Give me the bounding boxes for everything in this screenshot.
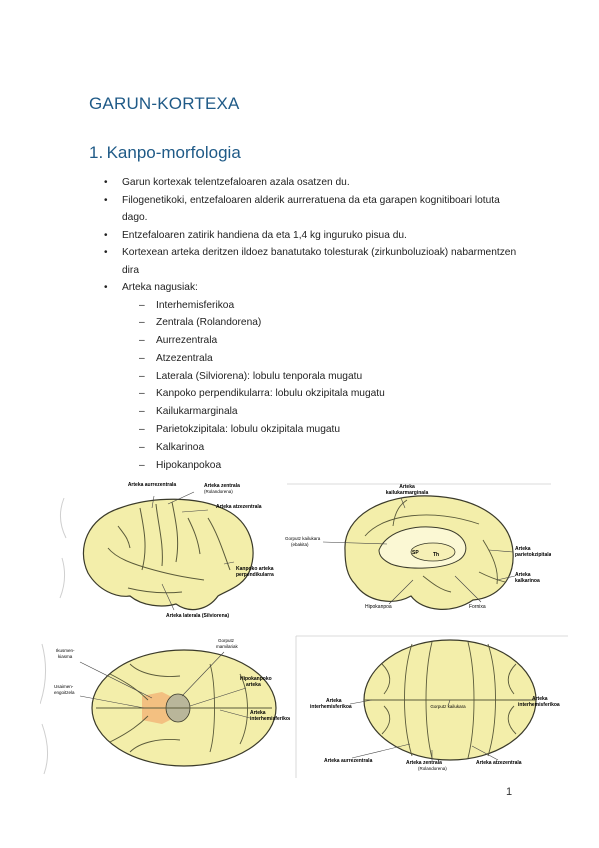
- svg-text:(Rolandorena): (Rolandorena): [204, 489, 233, 494]
- label-kailukarmarginala: Arteka: [399, 484, 415, 490]
- svg-text:interhemisferikoa: interhemisferikoa: [518, 702, 560, 708]
- bullet-item: • Kortexean arteka deritzen ildoez banatu…: [90, 244, 520, 279]
- figure-inferior-brain: Ikusmen- kiasma Usaimen- engoitzela Gorp…: [40, 634, 290, 780]
- label-gorputz-kailukara: Gorputz kailukara: [285, 536, 321, 541]
- bullet-item: • Entzefaloaren zatirik handiena da eta 1…: [90, 227, 520, 245]
- svg-text:interhemisferikoa: interhemisferikoa: [250, 716, 290, 722]
- bullet-text: Garun kortexak telentzefaloaren azala os…: [122, 177, 350, 188]
- bullet-dot-icon: •: [104, 282, 108, 293]
- svg-text:Th: Th: [433, 552, 439, 558]
- svg-text:(Rolandorena): (Rolandorena): [418, 766, 447, 771]
- bullet-item: • Arteka nagusiak: –Interhemisferikoa –Ze…: [90, 279, 520, 474]
- svg-text:mamilariak: mamilariak: [216, 644, 239, 649]
- svg-text:SP: SP: [412, 550, 419, 556]
- label-ikusmen-kiasma: Ikusmen-: [56, 648, 75, 653]
- sub-item: –Kalkarinoa: [139, 441, 205, 453]
- brain-lateral-shape: [82, 498, 254, 611]
- label-atzezentrala: Arteka atzezentrala: [216, 504, 262, 510]
- page-number: 1: [506, 786, 513, 798]
- bullet-text: Arteka nagusiak:: [122, 282, 198, 293]
- svg-text:engoitzela: engoitzela: [54, 690, 75, 695]
- svg-text:kalkarinoa: kalkarinoa: [515, 578, 540, 584]
- label-usaimen-engoitzela: Usaimen-: [54, 684, 74, 689]
- sub-item: –Atzezentrala: [139, 352, 213, 364]
- label-interhemisferikoa-right: Arteka: [532, 696, 548, 702]
- sub-item: –Zentrala (Rolandorena): [139, 317, 262, 329]
- bullet-list: • Garun kortexak telentzefaloaren azala o…: [90, 174, 520, 474]
- sub-item: –Kailukarmarginala: [139, 406, 238, 418]
- sub-list: –Interhemisferikoa –Zentrala (Rolandoren…: [122, 297, 520, 475]
- label-zentrala: Arteka zentrala: [204, 483, 240, 489]
- bullet-dot-icon: •: [104, 177, 108, 188]
- label-hipokanpoa: Hipokanpoa: [365, 604, 392, 610]
- bullet-item: • Garun kortexak telentzefaloaren azala o…: [90, 174, 520, 192]
- bullet-dot-icon: •: [104, 247, 108, 258]
- section-heading: 1. Kanpo-morfologia: [89, 143, 241, 162]
- bullet-dot-icon: •: [104, 194, 108, 206]
- svg-text:kailukarmarginala: kailukarmarginala: [386, 490, 429, 496]
- label-hipokanpoko-arteka: Hipokanpoko: [240, 676, 272, 682]
- sub-item: –Parietokzipitala: lobulu okzipitala mug…: [139, 424, 341, 436]
- label-interhemisferikoa: Arteka: [250, 710, 266, 716]
- sub-item: –Kanpoko perpendikularra: lobulu okzipit…: [139, 388, 385, 400]
- label-parietokzipitala: Arteka: [515, 546, 531, 552]
- label-kalkarinoa: Arteka: [515, 572, 531, 578]
- bullet-text: Filogenetikoki, entzefaloaren alderik au…: [122, 194, 500, 224]
- svg-text:parietokzipitala: parietokzipitala: [515, 552, 551, 558]
- svg-text:interhemisferikoa: interhemisferikoa: [310, 704, 352, 710]
- label-fornixa: Fornixa: [469, 604, 486, 610]
- label-gorputz-kailukara: Gorputz kailukara: [430, 704, 466, 709]
- svg-text:perpendikularra: perpendikularra: [236, 572, 274, 578]
- label-atzezentrala: Arteka atzezentrala: [476, 760, 522, 766]
- sub-item: –Hipokanpokoa: [139, 459, 222, 471]
- sub-item: –Aurrezentrala: [139, 335, 218, 347]
- svg-text:arteka: arteka: [246, 682, 261, 688]
- label-aurrezentrala: Arteka aurrezentrala: [324, 758, 373, 764]
- label-interhemisferikoa-left: Arteka: [326, 698, 342, 704]
- svg-text:(ebakita): (ebakita): [291, 542, 309, 547]
- label-zentrala: Arteka zentrala: [406, 760, 442, 766]
- bullet-text: Kortexean arteka deritzen ildoez banatut…: [122, 247, 517, 276]
- sub-item: –Interhemisferikoa: [139, 299, 235, 311]
- page-title: GARUN-KORTEXA: [89, 94, 240, 113]
- bullet-item: • Filogenetikoki, entzefaloaren alderik a…: [90, 192, 520, 227]
- label-gorputz-mamilariak: Gorputz: [218, 638, 235, 643]
- svg-text:kiasma: kiasma: [58, 654, 73, 659]
- figure-medial-brain: Arteka kailukarmarginala Gorputz kailuka…: [283, 480, 551, 630]
- label-aurrezentrala: Arteka aurrezentrala: [128, 482, 177, 488]
- bullet-dot-icon: •: [104, 229, 108, 241]
- figure-lateral-brain: Arteka aurrezentrala Arteka zentrala (Ro…: [58, 478, 290, 628]
- label-laterala: Arteka laterala (Silviorena): [166, 613, 229, 619]
- sub-item: –Laterala (Silviorena): lobulu tenporala…: [139, 370, 363, 382]
- figure-superior-brain: Arteka interhemisferikoa Gorputz kailuka…: [292, 634, 574, 780]
- bullet-text: Entzefaloaren zatirik handiena da eta 1,…: [122, 229, 407, 241]
- label-kanpoko: Kanpoko arteka: [236, 566, 274, 572]
